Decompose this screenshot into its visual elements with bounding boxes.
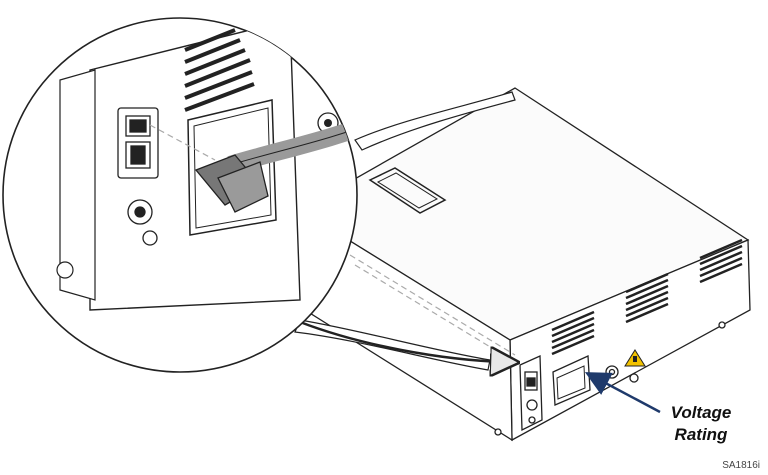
figure-code: SA1816i: [722, 460, 760, 471]
voltage-rating-arrow: [584, 372, 661, 414]
power-switch-icon: [117, 107, 159, 246]
magnifier-pointer-arrow: [299, 320, 505, 362]
power-inlet-icon: [519, 355, 543, 432]
voltage-rating-label-line1: Voltage: [670, 403, 732, 422]
side-vents: [551, 238, 743, 356]
power-plug: [194, 154, 269, 213]
ground-screw-icon: [494, 321, 726, 436]
warning-triangle-icon: [624, 349, 646, 367]
voltage-rating-label-line2: Rating: [674, 425, 728, 444]
